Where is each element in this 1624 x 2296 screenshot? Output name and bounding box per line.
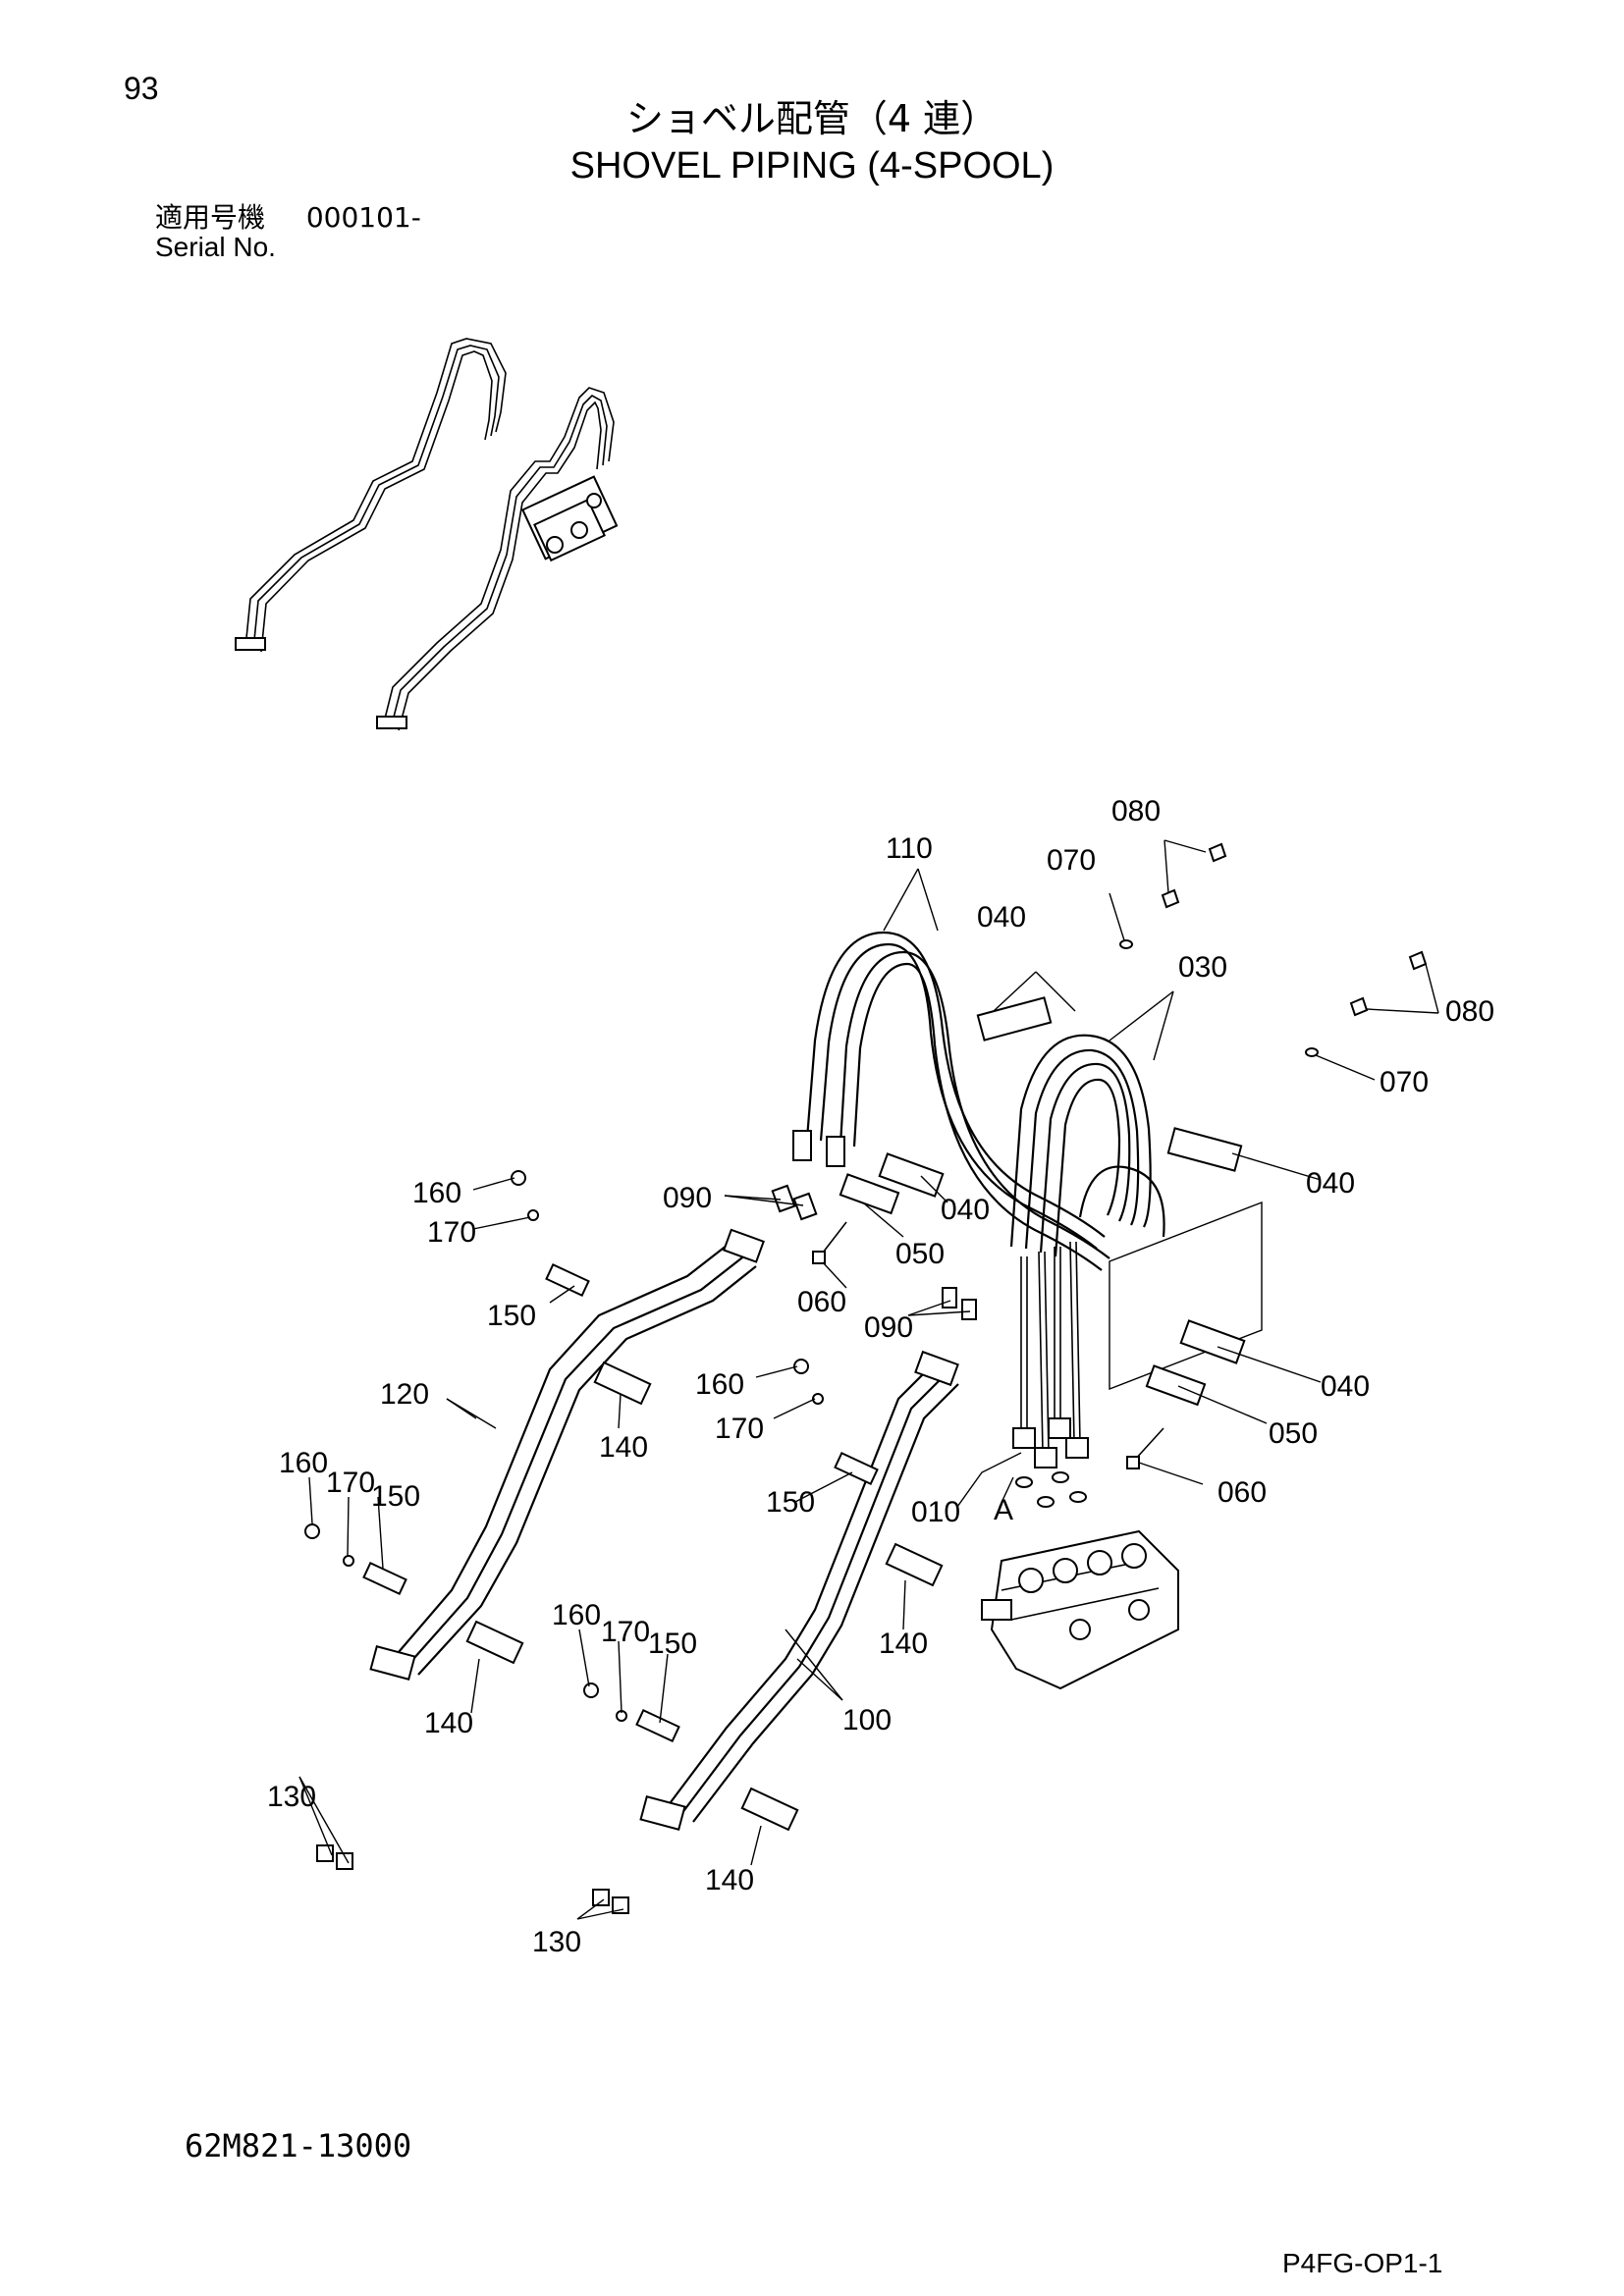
callout-050: 050 xyxy=(1269,1417,1318,1450)
callout-010: 010 xyxy=(911,1496,960,1528)
callout-170: 170 xyxy=(601,1616,650,1648)
page-title-japanese: ショベル配管（4 連） xyxy=(625,97,999,140)
clamps-040 xyxy=(878,996,1246,1364)
callout-140: 140 xyxy=(599,1431,648,1464)
callout-170: 170 xyxy=(326,1467,375,1499)
callout-160: 160 xyxy=(412,1177,461,1209)
serial-number-row: 適用号機 000101- xyxy=(155,196,421,236)
nuts-080-washers-070 xyxy=(1119,842,1428,1057)
callout-070: 070 xyxy=(1047,844,1096,877)
overview-thumbnail xyxy=(235,338,619,731)
callout-140: 140 xyxy=(424,1707,473,1739)
callout-040: 040 xyxy=(1321,1370,1370,1403)
callout-090: 090 xyxy=(864,1311,913,1344)
callout-100: 100 xyxy=(842,1704,892,1736)
brackets-and-bolts xyxy=(304,1170,977,1914)
callout-140: 140 xyxy=(705,1864,754,1896)
callout-170: 170 xyxy=(715,1413,764,1445)
callout-080: 080 xyxy=(1111,795,1161,828)
drawing-number: 62M821-13000 xyxy=(185,2127,412,2164)
callout-160: 160 xyxy=(695,1368,744,1401)
leader-lines xyxy=(298,839,1439,1920)
callout-080: 080 xyxy=(1445,995,1494,1028)
callout-160: 160 xyxy=(552,1599,601,1631)
valve-tubes xyxy=(1012,1201,1263,1508)
callout-050: 050 xyxy=(895,1238,945,1270)
callout-040: 040 xyxy=(1306,1167,1355,1200)
callout-150: 150 xyxy=(766,1486,815,1519)
callout-040: 040 xyxy=(977,901,1026,934)
page-code: P4FG-OP1-1 xyxy=(1282,2248,1443,2278)
plates-050-bolts-060 xyxy=(812,1173,1207,1469)
hose-100 xyxy=(639,1350,959,1831)
callout-130: 130 xyxy=(532,1926,581,1958)
hose-120 xyxy=(369,1228,765,1681)
page-title: SHOVEL PIPING (4-SPOOL) xyxy=(569,145,1055,187)
page-number: 93 xyxy=(124,71,159,106)
fittings-090-upper xyxy=(771,1130,845,1221)
callout-060: 060 xyxy=(797,1286,846,1318)
callout-090: 090 xyxy=(663,1182,712,1214)
callout-140: 140 xyxy=(879,1628,928,1660)
callout-130: 130 xyxy=(267,1781,316,1813)
callout-120: 120 xyxy=(380,1378,429,1411)
callout-170: 170 xyxy=(427,1216,476,1249)
callout-150: 150 xyxy=(371,1480,420,1513)
callout-150: 150 xyxy=(487,1300,536,1332)
callout-070: 070 xyxy=(1380,1066,1429,1098)
callout-060: 060 xyxy=(1218,1476,1267,1509)
callout-150: 150 xyxy=(648,1628,697,1660)
callout-030: 030 xyxy=(1178,951,1227,984)
serial-number-value: 000101- xyxy=(305,201,421,234)
callout-labels: 080 110 070 040 030 080 070 040 160 090 … xyxy=(267,795,1494,1958)
serial-label-japanese: 適用号機 xyxy=(155,201,266,234)
callout-A: A xyxy=(994,1494,1013,1526)
callout-040: 040 xyxy=(941,1194,990,1226)
callout-110: 110 xyxy=(886,832,933,865)
callout-160: 160 xyxy=(279,1447,328,1479)
serial-label: Serial No. xyxy=(155,232,276,262)
control-valve-assembly xyxy=(981,1529,1179,1690)
hose-030 xyxy=(1009,1034,1165,1257)
